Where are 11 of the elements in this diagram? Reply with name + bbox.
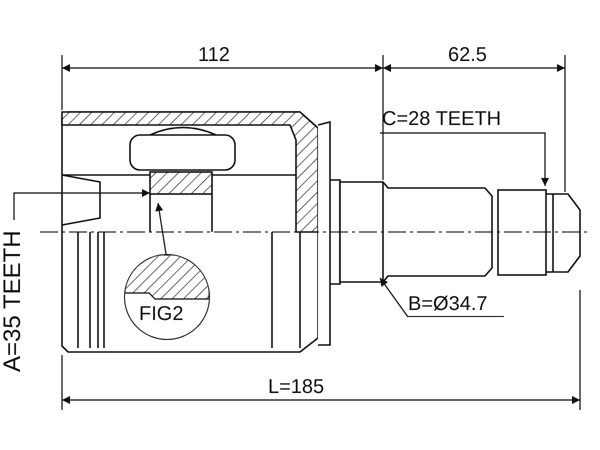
dimension-value: 112 [198,44,230,66]
leader-line [155,202,167,254]
leader-line [380,278,408,318]
callout-label: B=Ø34.7 [408,293,504,317]
dimension-value: 62.5 [448,44,487,66]
leader-line [13,189,150,220]
callout-label: A=35 TEETH [2,230,24,372]
dimension-value: L=185 [268,376,324,398]
callout-label: C=28 TEETH [382,108,502,130]
figure-label: FIG2 [139,303,184,325]
leader-line [380,132,549,186]
